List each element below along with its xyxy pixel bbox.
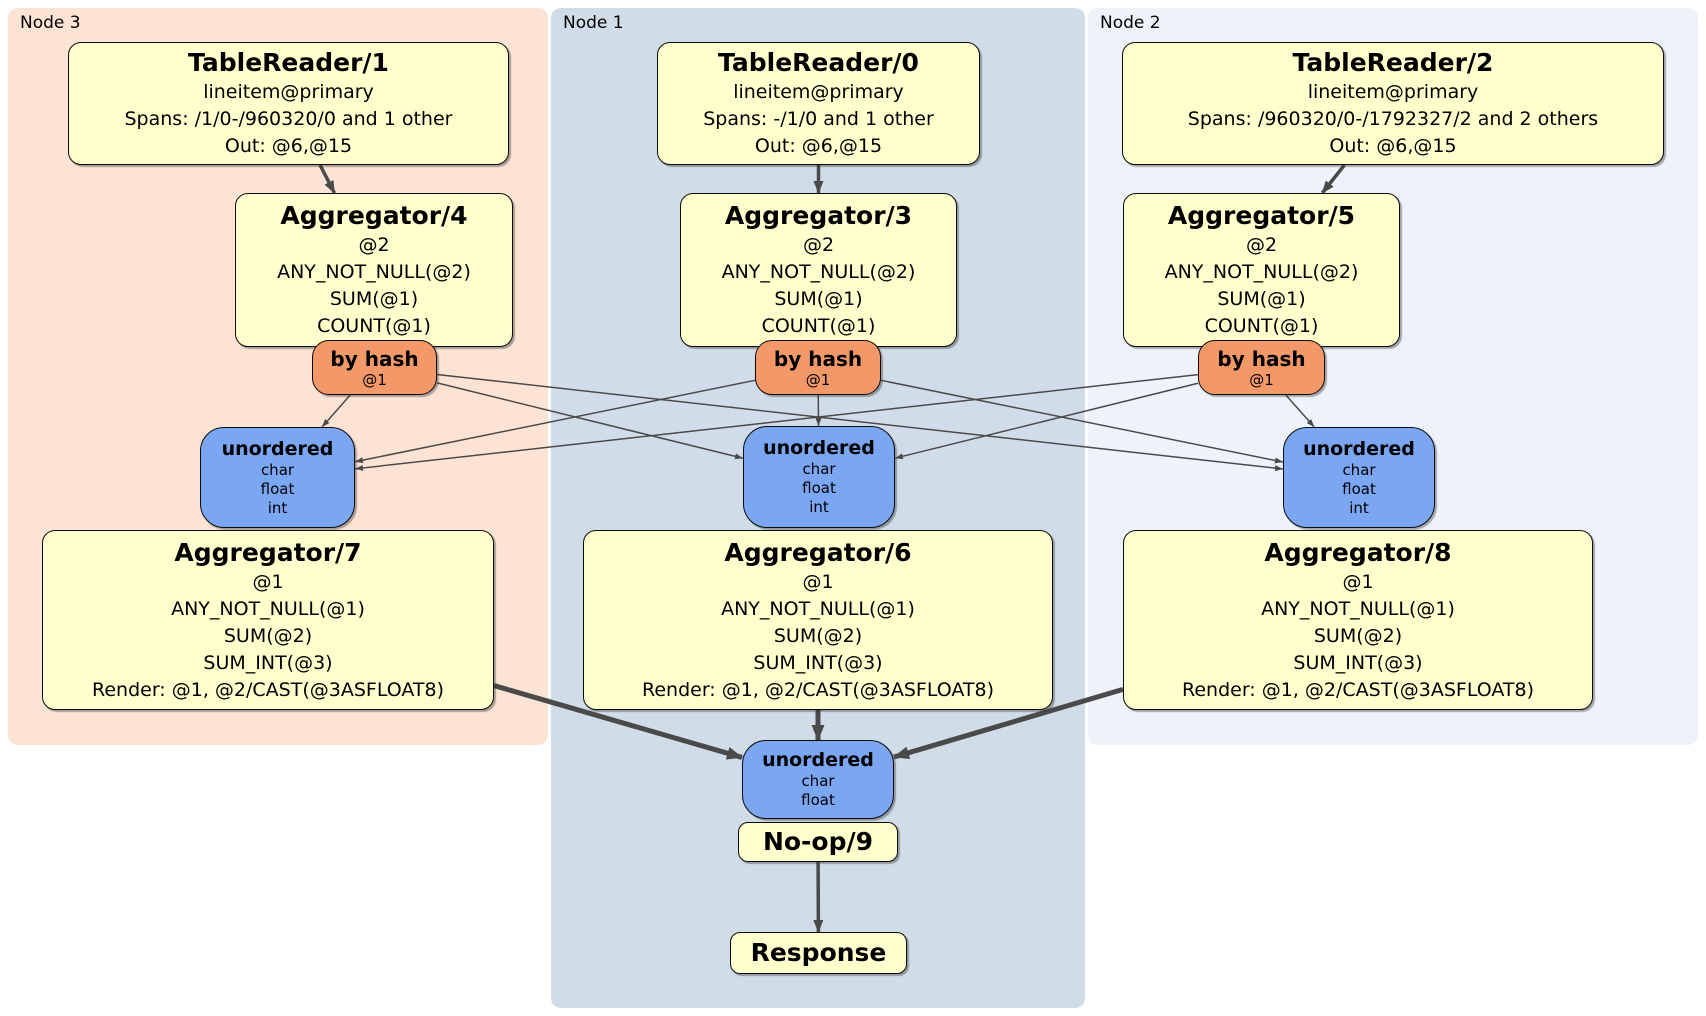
hash-router-node1-key: @1: [805, 370, 831, 389]
aggregator-3-box: Aggregator/3 @2 ANY_NOT_NULL(@2) SUM(@1)…: [680, 193, 957, 347]
aggregator-4-title: Aggregator/4: [280, 201, 468, 230]
tablereader-1-out: Out: @6,@15: [224, 135, 353, 157]
tablereader-0-box: TableReader/0 lineitem@primary Spans: -/…: [657, 42, 980, 165]
response-box: Response: [730, 932, 907, 974]
tablereader-1-spans: Spans: /1/0-/960320/0 and 1 other: [124, 108, 453, 130]
aggregator-5-fn2: SUM(@1): [1217, 288, 1306, 310]
panel-node2-label: Node 2: [1100, 13, 1161, 33]
aggregator-8-fn3: SUM_INT(@3): [1293, 651, 1423, 674]
aggregator-8-render: Render: @1, @2/CAST(@3ASFLOAT8): [1182, 678, 1534, 701]
aggregator-7-fn2: SUM(@2): [223, 624, 313, 647]
tablereader-2-index: lineitem@primary: [1307, 81, 1479, 103]
unordered-sync-node2-col1: char: [1342, 460, 1376, 479]
unordered-sync-node1-col1: char: [802, 460, 836, 478]
unordered-sync-final-title: unordered: [762, 749, 874, 771]
aggregator-5-fn3: COUNT(@1): [1204, 315, 1319, 337]
hash-router-node2-key: @1: [1249, 370, 1274, 389]
unordered-sync-node1: unordered char float int: [743, 426, 895, 528]
noop-9-box: No-op/9: [738, 822, 898, 862]
panel-node3-label: Node 3: [20, 13, 81, 33]
aggregator-7-group: @1: [252, 570, 284, 593]
hash-router-node3-key: @1: [362, 370, 387, 389]
aggregator-4-group: @2: [358, 234, 390, 256]
hash-router-node1: by hash @1: [755, 340, 881, 395]
aggregator-7-box: Aggregator/7 @1 ANY_NOT_NULL(@1) SUM(@2)…: [42, 530, 494, 710]
unordered-sync-node3: unordered char float int: [200, 427, 355, 528]
aggregator-4-box: Aggregator/4 @2 ANY_NOT_NULL(@2) SUM(@1)…: [235, 193, 513, 347]
unordered-sync-final-col1: char: [801, 772, 835, 790]
aggregator-6-group: @1: [802, 570, 834, 593]
unordered-sync-final-col2: float: [801, 791, 835, 809]
unordered-sync-node1-title: unordered: [763, 437, 875, 459]
aggregator-6-fn2: SUM(@2): [773, 624, 863, 647]
noop-9-title: No-op/9: [762, 827, 874, 856]
aggregator-6-box: Aggregator/6 @1 ANY_NOT_NULL(@1) SUM(@2)…: [583, 530, 1053, 710]
aggregator-8-fn1: ANY_NOT_NULL(@1): [1261, 597, 1455, 620]
aggregator-8-group: @1: [1342, 570, 1374, 593]
tablereader-1-index: lineitem@primary: [203, 81, 374, 103]
aggregator-6-fn1: ANY_NOT_NULL(@1): [721, 597, 915, 620]
hash-router-node3-title: by hash: [330, 346, 419, 371]
tablereader-2-title: TableReader/2: [1292, 48, 1494, 77]
panel-node1-label: Node 1: [563, 13, 624, 33]
aggregator-7-render: Render: @1, @2/CAST(@3ASFLOAT8): [92, 678, 444, 701]
response-title: Response: [750, 938, 887, 967]
aggregator-3-title: Aggregator/3: [724, 201, 913, 230]
aggregator-7-fn1: ANY_NOT_NULL(@1): [171, 597, 365, 620]
unordered-sync-node3-title: unordered: [221, 437, 334, 460]
unordered-sync-node3-col3: int: [267, 498, 288, 517]
unordered-sync-final: unordered char float: [742, 740, 894, 819]
aggregator-3-fn2: SUM(@1): [774, 288, 863, 310]
tablereader-1-title: TableReader/1: [188, 48, 389, 77]
aggregator-6-render: Render: @1, @2/CAST(@3ASFLOAT8): [642, 678, 994, 701]
unordered-sync-node2: unordered char float int: [1283, 427, 1435, 528]
aggregator-4-fn2: SUM(@1): [329, 288, 419, 310]
aggregator-4-fn1: ANY_NOT_NULL(@2): [277, 261, 471, 283]
aggregator-3-fn3: COUNT(@1): [761, 315, 876, 337]
unordered-sync-node2-title: unordered: [1303, 437, 1415, 460]
aggregator-8-fn2: SUM(@2): [1313, 624, 1403, 647]
aggregator-5-box: Aggregator/5 @2 ANY_NOT_NULL(@2) SUM(@1)…: [1123, 193, 1400, 347]
tablereader-2-spans: Spans: /960320/0-/1792327/2 and 2 others: [1187, 108, 1599, 130]
unordered-sync-node2-col2: float: [1342, 479, 1376, 498]
aggregator-5-fn1: ANY_NOT_NULL(@2): [1164, 261, 1359, 283]
tablereader-0-spans: Spans: -/1/0 and 1 other: [703, 108, 934, 130]
tablereader-0-title: TableReader/0: [718, 48, 919, 77]
aggregator-7-fn3: SUM_INT(@3): [203, 651, 333, 674]
aggregator-3-fn1: ANY_NOT_NULL(@2): [721, 261, 916, 283]
hash-router-node2-title: by hash: [1217, 346, 1306, 371]
aggregator-6-title: Aggregator/6: [724, 537, 912, 567]
tablereader-2-box: TableReader/2 lineitem@primary Spans: /9…: [1122, 42, 1664, 165]
hash-router-node3: by hash @1: [312, 340, 437, 395]
aggregator-5-group: @2: [1245, 234, 1278, 256]
aggregator-7-title: Aggregator/7: [174, 537, 362, 567]
unordered-sync-node3-col2: float: [260, 479, 295, 498]
aggregator-6-fn3: SUM_INT(@3): [753, 651, 883, 674]
unordered-sync-node3-col1: char: [260, 460, 295, 479]
aggregator-5-title: Aggregator/5: [1167, 201, 1356, 230]
hash-router-node2: by hash @1: [1198, 340, 1325, 395]
unordered-sync-node1-col3: int: [809, 498, 829, 516]
unordered-sync-node2-col3: int: [1349, 498, 1369, 517]
unordered-sync-node1-col2: float: [802, 479, 836, 497]
aggregator-4-fn3: COUNT(@1): [317, 315, 431, 337]
tablereader-2-out: Out: @6,@15: [1329, 135, 1457, 157]
tablereader-0-index: lineitem@primary: [733, 81, 904, 103]
tablereader-1-box: TableReader/1 lineitem@primary Spans: /1…: [68, 42, 509, 165]
aggregator-8-box: Aggregator/8 @1 ANY_NOT_NULL(@1) SUM(@2)…: [1123, 530, 1593, 710]
aggregator-8-title: Aggregator/8: [1264, 537, 1452, 567]
aggregator-3-group: @2: [802, 234, 835, 256]
hash-router-node1-title: by hash: [773, 346, 863, 371]
tablereader-0-out: Out: @6,@15: [754, 135, 883, 157]
